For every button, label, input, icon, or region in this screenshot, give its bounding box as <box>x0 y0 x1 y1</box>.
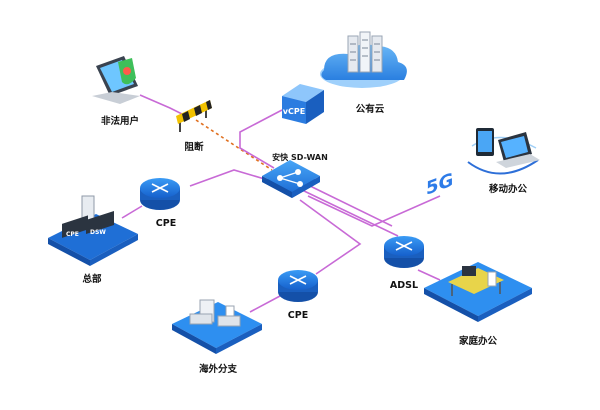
headquarters-label: 总部 <box>82 273 102 285</box>
overseas-branch: 海外分支 <box>172 299 262 375</box>
home-office: 家庭办公 <box>424 262 532 347</box>
link-sdwan-to-branch-cpe <box>299 199 362 275</box>
router-icon <box>384 236 424 268</box>
5g-badge: 5G <box>426 170 453 200</box>
link-sdwan-to-adsl <box>301 189 399 237</box>
link-branch-cpe-to-overseas <box>249 295 281 313</box>
links <box>121 94 441 313</box>
cloud-servers-icon <box>320 31 407 88</box>
public-cloud-label: 公有云 <box>356 103 385 115</box>
link-sdwan-to-5g <box>307 195 441 227</box>
laptop-with-shield-icon <box>92 56 140 104</box>
router-icon <box>140 178 180 210</box>
5g-badge-text: 5G <box>426 170 453 200</box>
phone-laptop-icon <box>467 128 540 175</box>
link-sdwan-to-adsl-b <box>305 183 393 227</box>
hq-cpe-label: CPE <box>156 218 176 229</box>
rack-label-1: CPE <box>66 231 79 238</box>
vcpe-box-icon <box>282 84 324 124</box>
branch-cpe-label: CPE <box>288 310 308 321</box>
block-node: 阻断 <box>176 100 212 153</box>
hq-cpe-router: CPE <box>140 178 180 229</box>
sdwan-hub-icon <box>262 160 320 198</box>
sdwan-hub: 安快 SD-WAN <box>262 152 328 198</box>
sdwan-label: 安快 SD-WAN <box>272 152 328 162</box>
link-sdwan-to-vcpe <box>239 109 283 169</box>
vcpe-node: vCPE <box>282 84 324 124</box>
adsl-router: ADSL <box>384 236 424 291</box>
block-label: 阻断 <box>184 141 204 153</box>
mobile-office-label: 移动办公 <box>489 183 528 195</box>
link-blocked-attempt <box>195 119 273 171</box>
link-hq-cpe-to-headquarters <box>121 205 143 219</box>
router-icon <box>278 270 318 302</box>
home-office-label: 家庭办公 <box>459 335 498 347</box>
mobile-office: 5G 移动办公 <box>426 128 540 200</box>
rack-label-2: DSW <box>90 229 106 236</box>
link-illegal-user-to-block <box>139 94 187 117</box>
office-desks-icon <box>172 299 262 354</box>
overseas-branch-label: 海外分支 <box>199 363 238 375</box>
public-cloud: 公有云 <box>320 31 407 115</box>
illegal-user: 非法用户 <box>92 56 140 127</box>
headquarters: CPE DSW 总部 <box>48 195 138 285</box>
barrier-icon <box>176 100 212 132</box>
illegal-user-label: 非法用户 <box>101 115 139 127</box>
link-adsl-to-home <box>417 269 441 281</box>
link-sdwan-to-hq-cpe <box>189 169 269 187</box>
vcpe-label: vCPE <box>283 107 305 116</box>
home-desk-icon <box>424 262 532 322</box>
server-rack-icon: CPE DSW <box>48 195 138 266</box>
adsl-label: ADSL <box>390 280 418 291</box>
branch-cpe-router: CPE <box>278 270 318 321</box>
